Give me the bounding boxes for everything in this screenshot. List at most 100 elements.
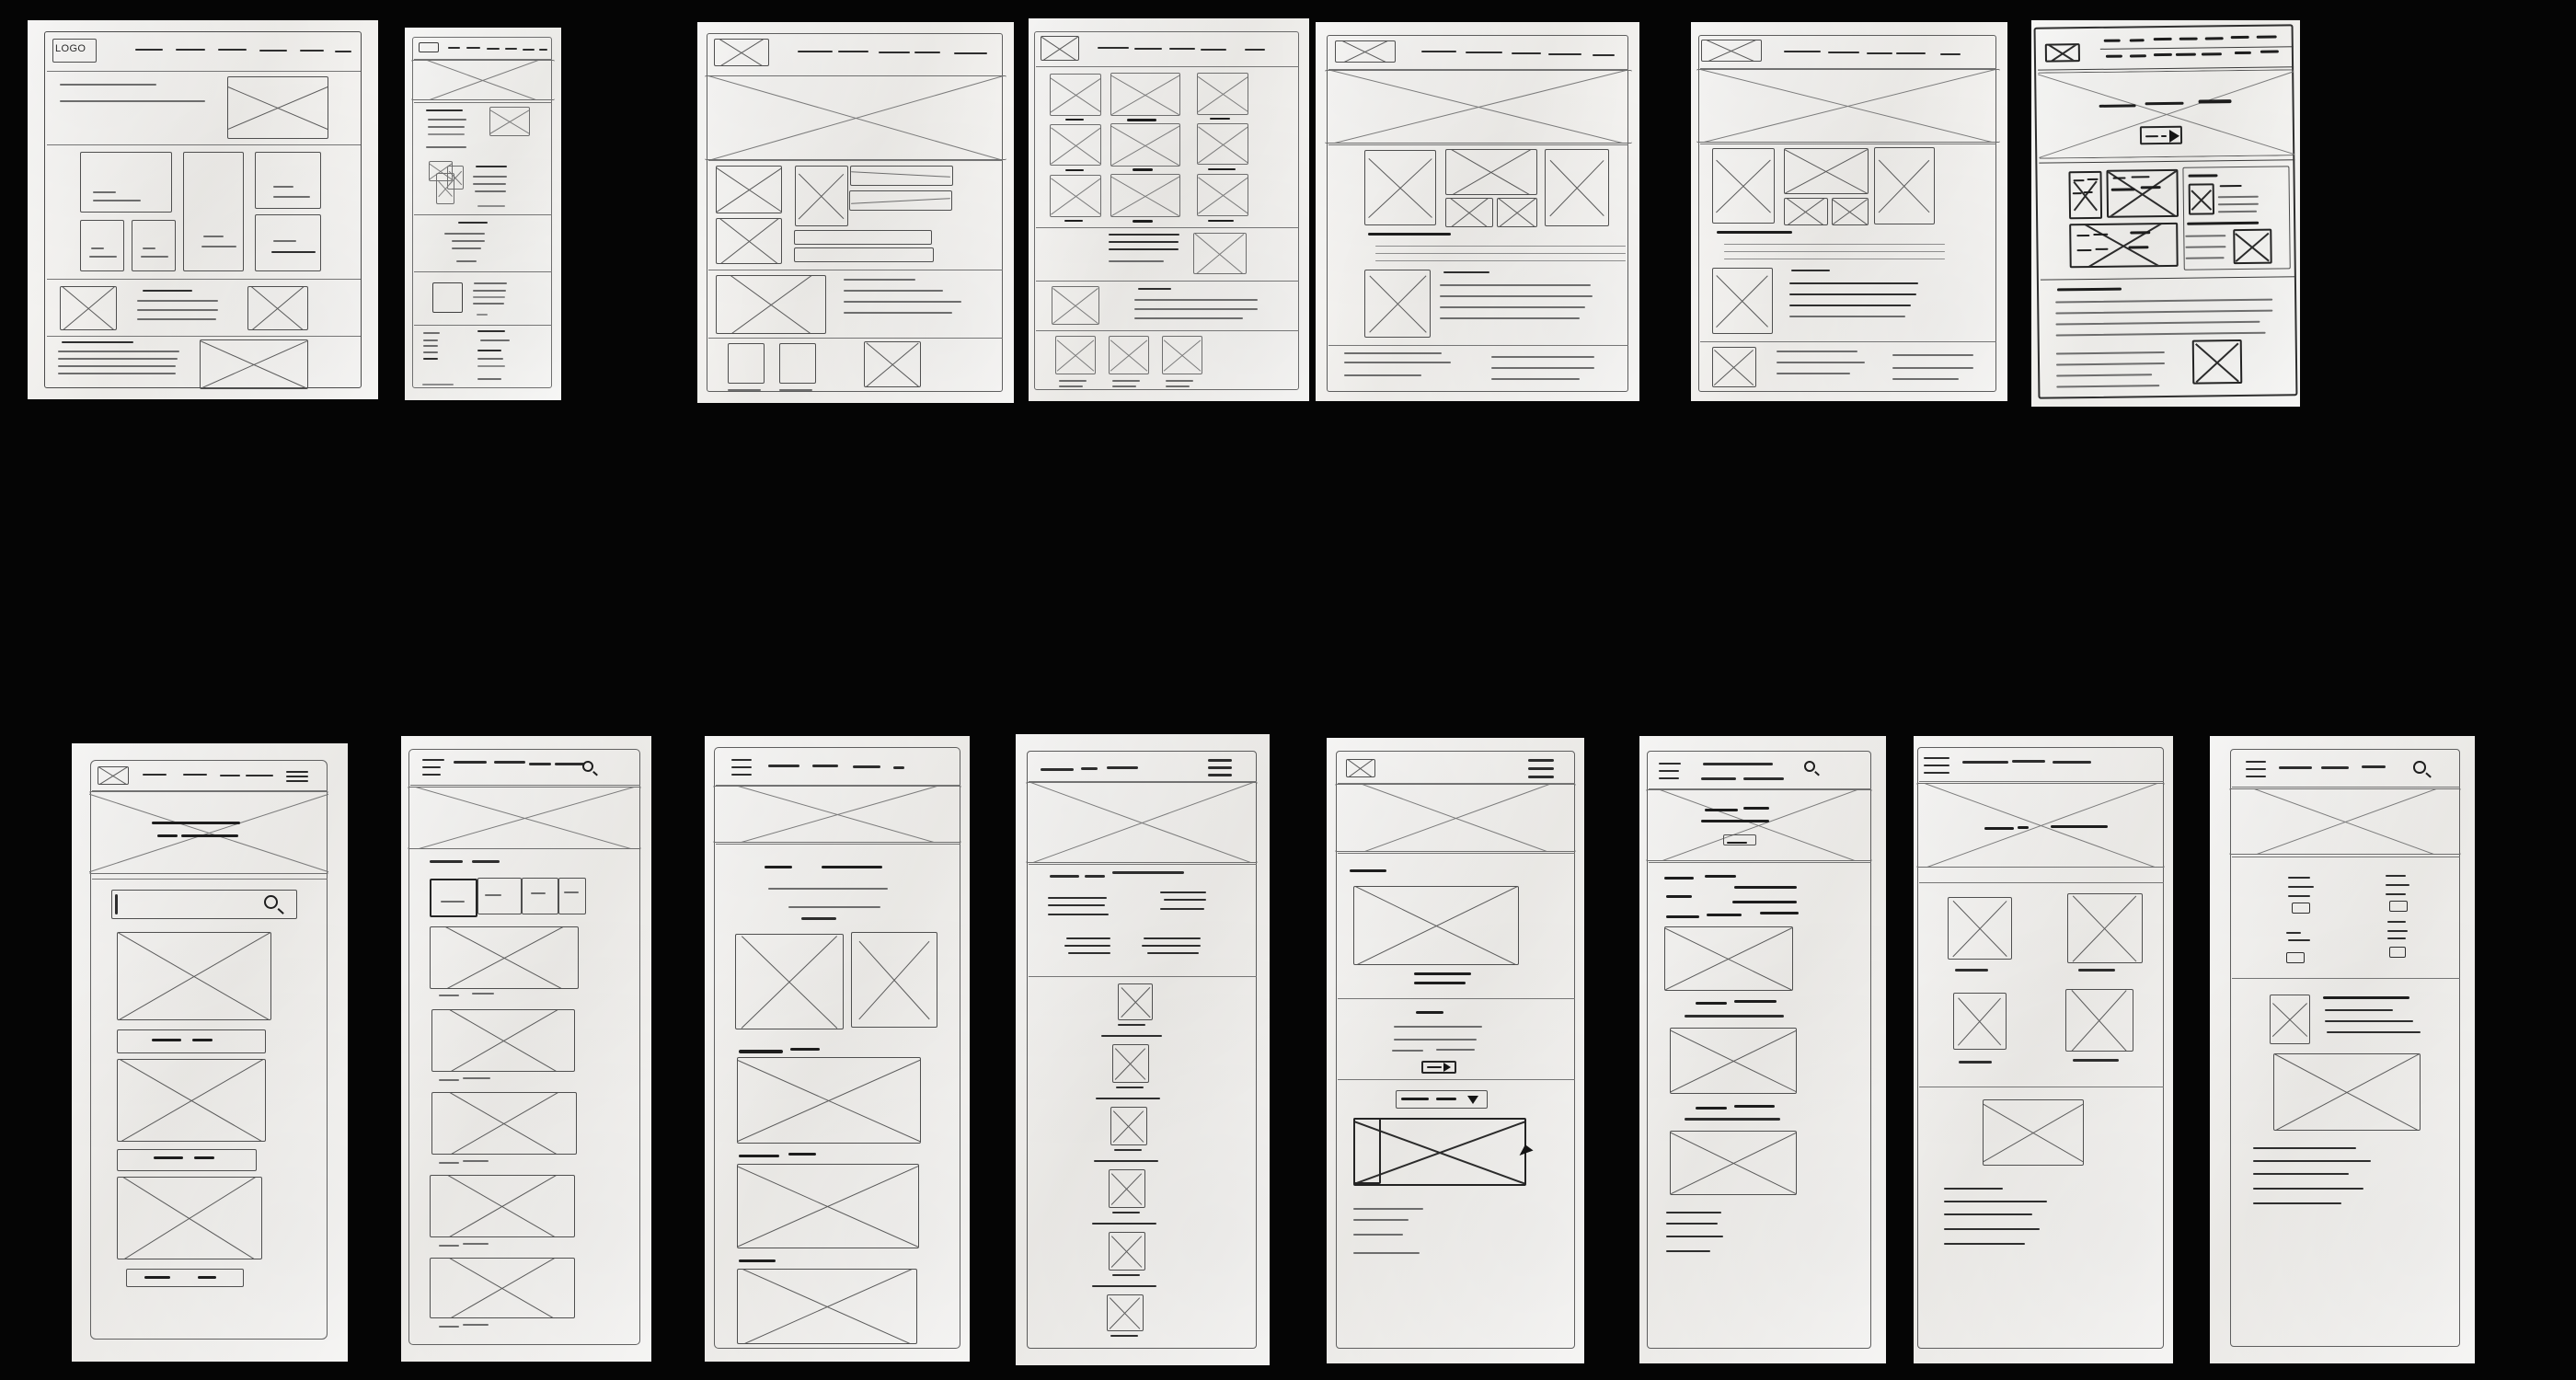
gallery-tile[interactable] — [1110, 73, 1180, 116]
full-width-image-card[interactable] — [737, 1269, 917, 1344]
bottom-image-card[interactable] — [1670, 1131, 1797, 1195]
content-image-card[interactable] — [431, 1009, 575, 1072]
nav-item[interactable] — [1593, 54, 1615, 57]
grid-list-row[interactable] — [850, 166, 953, 186]
arrow-button[interactable] — [1421, 1061, 1456, 1074]
box-row-item[interactable] — [779, 343, 816, 384]
nav-item[interactable] — [1098, 47, 1129, 50]
hamburger-menu-icon[interactable] — [286, 771, 308, 783]
full-width-image-card[interactable] — [737, 1057, 921, 1144]
chip-box[interactable] — [2389, 901, 2408, 912]
utility-nav-item[interactable] — [2256, 35, 2277, 39]
nav-item[interactable] — [300, 50, 324, 52]
list-item[interactable] — [1760, 912, 1799, 914]
nav-item[interactable] — [466, 47, 480, 49]
utility-nav-item[interactable] — [2103, 39, 2121, 42]
hero-pill-button[interactable] — [1723, 834, 1756, 845]
nav-item[interactable] — [2201, 52, 2222, 56]
content-image-card[interactable] — [430, 926, 579, 989]
nav-item[interactable] — [1828, 52, 1859, 54]
nav-item[interactable] — [1896, 52, 1926, 55]
search-icon[interactable] — [2413, 761, 2432, 779]
placeholder-square[interactable] — [432, 282, 463, 313]
content-image-card[interactable] — [431, 1092, 577, 1155]
gallery-tile[interactable] — [1110, 174, 1180, 217]
gallery-tile[interactable] — [1050, 74, 1101, 116]
utility-nav-item[interactable] — [2204, 37, 2224, 40]
nav-item[interactable] — [2362, 765, 2386, 768]
tab-item[interactable] — [477, 878, 522, 914]
bottom-label-bar[interactable] — [126, 1269, 244, 1287]
nav-item[interactable] — [1701, 777, 1736, 780]
nav-item[interactable] — [529, 763, 551, 765]
menu-line[interactable] — [1208, 766, 1232, 769]
nav-item[interactable] — [335, 51, 351, 53]
thumbnail-tile[interactable] — [1107, 1294, 1144, 1331]
nav-item[interactable] — [853, 765, 880, 768]
nav-item[interactable] — [1134, 48, 1162, 51]
menu-line[interactable] — [2246, 776, 2266, 778]
nav-item[interactable] — [259, 50, 287, 52]
nav-item[interactable] — [1421, 51, 1456, 53]
nav-item[interactable] — [454, 761, 487, 764]
nav-item[interactable] — [1962, 761, 2008, 764]
nav-item[interactable] — [879, 52, 910, 54]
nav-item[interactable] — [176, 49, 205, 52]
list-item[interactable] — [1705, 875, 1736, 878]
menu-line[interactable] — [1659, 777, 1679, 780]
menu-line[interactable] — [731, 766, 752, 769]
caret-down-icon[interactable] — [1467, 1096, 1478, 1104]
content-image-card[interactable] — [1664, 926, 1793, 991]
logo-box[interactable] — [419, 42, 439, 52]
nav-item[interactable] — [1201, 49, 1226, 52]
nav-item[interactable] — [2105, 54, 2122, 58]
thumb-strip-tile[interactable] — [1109, 336, 1149, 374]
feature-image-left[interactable] — [1712, 148, 1775, 224]
list-item[interactable] — [1732, 901, 1797, 903]
grid-tile[interactable] — [1953, 993, 2007, 1050]
grid-tile[interactable] — [2067, 893, 2143, 963]
nav-item[interactable] — [954, 52, 987, 55]
card-large-left[interactable] — [80, 152, 172, 213]
two-up-image-right[interactable] — [851, 932, 937, 1028]
content-image-card[interactable] — [430, 1258, 575, 1318]
menu-line[interactable] — [731, 759, 752, 762]
full-width-image-card[interactable] — [737, 1164, 919, 1248]
search-icon[interactable] — [264, 895, 284, 915]
nav-item[interactable] — [1169, 48, 1195, 51]
content-image-card[interactable] — [117, 932, 271, 1020]
thumbnail-tile[interactable] — [1109, 1169, 1145, 1208]
nav-item[interactable] — [1466, 52, 1502, 54]
nav-item[interactable] — [1703, 763, 1773, 765]
box-row-item[interactable] — [728, 343, 765, 384]
feature-image-center[interactable] — [1445, 149, 1537, 195]
grid-list-row[interactable] — [849, 190, 952, 211]
utility-nav-item[interactable] — [2153, 37, 2172, 40]
search-input[interactable] — [111, 890, 297, 919]
nav-item[interactable] — [2153, 52, 2172, 56]
list-item[interactable] — [1664, 877, 1694, 880]
card-right-top[interactable] — [255, 152, 321, 209]
nav-item[interactable] — [2260, 50, 2279, 53]
thumbnail-tile[interactable] — [1112, 1044, 1149, 1083]
label-bar[interactable] — [117, 1029, 266, 1053]
nav-item[interactable] — [539, 49, 547, 51]
tab-item[interactable] — [558, 878, 586, 914]
menu-line[interactable] — [2246, 768, 2266, 771]
nav-item[interactable] — [448, 47, 460, 49]
menu-line[interactable] — [1924, 765, 1949, 767]
chip-box[interactable] — [2292, 903, 2310, 914]
nav-item[interactable] — [1548, 53, 1581, 56]
content-image-card[interactable] — [117, 1059, 266, 1142]
nav-item[interactable] — [1743, 777, 1784, 780]
bottom-image-card[interactable] — [2191, 339, 2243, 385]
logo-box[interactable] — [1346, 759, 1375, 777]
dropdown-select[interactable] — [1396, 1090, 1488, 1109]
feature-thumb[interactable] — [1784, 198, 1828, 225]
feature-image-center[interactable] — [1784, 148, 1869, 194]
grid-tile[interactable] — [1948, 897, 2012, 960]
nav-item[interactable] — [798, 51, 833, 53]
gallery-tile[interactable] — [1197, 174, 1248, 216]
feature-image-left[interactable] — [1364, 150, 1436, 225]
nav-item[interactable] — [2279, 766, 2312, 769]
